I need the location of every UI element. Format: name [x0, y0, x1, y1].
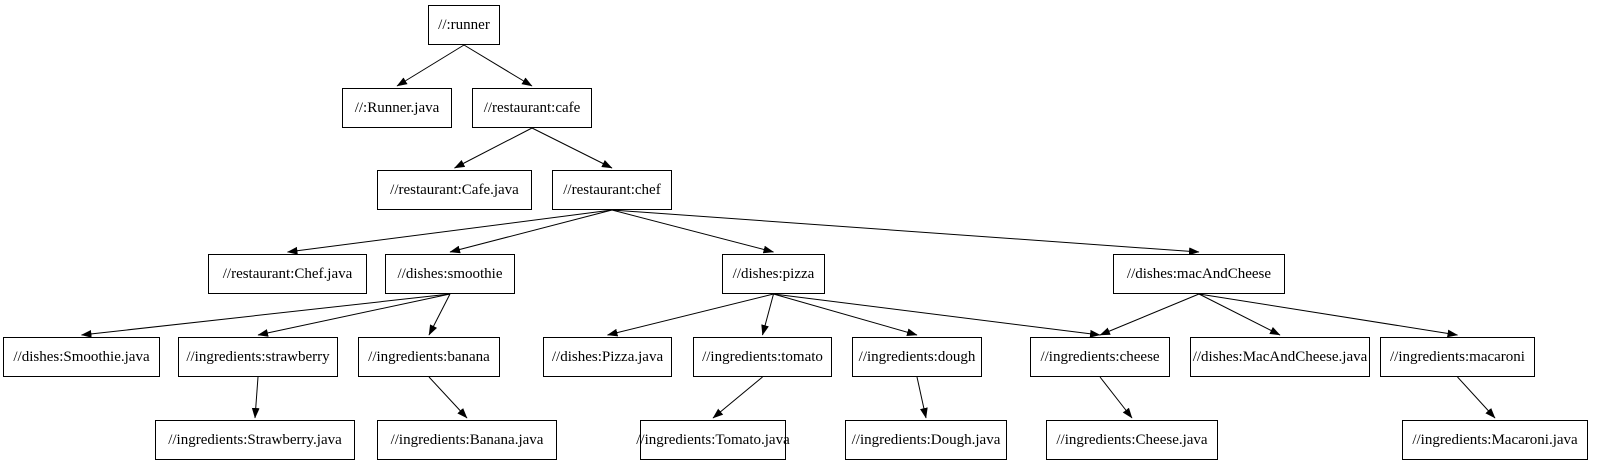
graph-node-label: //dishes:Pizza.java [551, 348, 664, 365]
graph-node-runner: //:runner [428, 5, 500, 45]
graph-node-strawberry: //ingredients:strawberry [178, 337, 338, 377]
graph-node-label: //dishes:smoothie [397, 265, 503, 282]
edge-pizza-to-tomato [761, 293, 774, 336]
graph-node-tomato-java: //ingredients:Tomato.java [636, 420, 790, 460]
graph-node-label: //ingredients:Macaroni.java [1412, 431, 1578, 448]
graph-node-label: //ingredients:strawberry [186, 348, 330, 365]
edge-pizza-to-dough [773, 293, 918, 337]
graph-node-macaroni-java: //ingredients:Macaroni.java [1402, 420, 1588, 460]
edge-macaroni-to-macaroni-java [1457, 376, 1496, 419]
edge-smoothie-to-smoothie-java [81, 293, 451, 338]
graph-node-label: //dishes:Smoothie.java [13, 348, 150, 365]
graph-node-cheese: //ingredients:cheese [1030, 337, 1170, 377]
graph-node-label: //ingredients:Dough.java [851, 431, 1001, 448]
graph-node-label: //restaurant:cafe [483, 99, 581, 116]
edge-chef-to-smoothie [449, 209, 613, 254]
graph-node-label: //ingredients:banana [368, 348, 490, 365]
edge-pizza-to-cheese [773, 293, 1101, 338]
edge-pizza-to-pizza-java [607, 293, 774, 337]
graph-node-smoothie-java: //dishes:Smoothie.java [3, 337, 160, 377]
graph-node-label: //:runner [438, 16, 490, 33]
graph-node-label: //ingredients:Cheese.java [1056, 431, 1208, 448]
graph-node-cafe-java: //restaurant:Cafe.java [377, 170, 532, 210]
graph-node-dough: //ingredients:dough [852, 337, 982, 377]
graph-node-label: //ingredients:tomato [702, 348, 823, 365]
edge-chef-to-chef-java [287, 209, 613, 255]
edge-chef-to-pizza [611, 209, 774, 254]
graph-node-label: //ingredients:dough [858, 348, 976, 365]
graph-node-label: //:Runner.java [354, 99, 440, 116]
edge-mac-and-cheese-to-macaroni [1198, 293, 1458, 338]
edge-cheese-to-cheese-java [1099, 376, 1133, 419]
graph-node-label: //dishes:MacAndCheese.java [1192, 348, 1368, 365]
edge-smoothie-to-banana [428, 293, 451, 336]
graph-node-chef: //restaurant:chef [552, 170, 672, 210]
graph-node-label: //ingredients:Banana.java [390, 431, 544, 448]
edge-runner-to-cafe [463, 44, 533, 87]
graph-node-pizza-java: //dishes:Pizza.java [543, 337, 672, 377]
graph-node-label: //restaurant:chef [563, 181, 661, 198]
edge-cafe-to-cafe-java [454, 127, 533, 169]
edge-smoothie-to-strawberry [257, 293, 451, 337]
graph-node-label: //ingredients:cheese [1040, 348, 1160, 365]
graph-node-banana-java: //ingredients:Banana.java [377, 420, 557, 460]
edge-chef-to-mac-and-cheese [611, 209, 1200, 256]
graph-node-label: //restaurant:Chef.java [222, 265, 353, 282]
graph-node-cheese-java: //ingredients:Cheese.java [1046, 420, 1218, 460]
graph-node-cafe: //restaurant:cafe [472, 88, 592, 128]
graph-node-label: //ingredients:Strawberry.java [168, 431, 342, 448]
graph-node-smoothie: //dishes:smoothie [385, 254, 515, 294]
graph-node-label: //dishes:macAndCheese [1126, 265, 1272, 282]
edge-runner-to-runner-java [396, 44, 465, 87]
graph-node-runner-java: //:Runner.java [342, 88, 452, 128]
graph-node-pizza: //dishes:pizza [722, 254, 825, 294]
graph-node-dough-java: //ingredients:Dough.java [845, 420, 1007, 460]
graph-node-tomato: //ingredients:tomato [693, 337, 832, 377]
graph-node-macaroni: //ingredients:macaroni [1380, 337, 1535, 377]
edge-dough-to-dough-java [916, 376, 928, 419]
graph-node-banana: //ingredients:banana [358, 337, 500, 377]
graph-node-chef-java: //restaurant:Chef.java [208, 254, 367, 294]
graph-node-mac-and-cheese-java: //dishes:MacAndCheese.java [1190, 337, 1370, 377]
graph-node-mac-and-cheese: //dishes:macAndCheese [1113, 254, 1285, 294]
graph-node-label: //ingredients:Tomato.java [636, 431, 790, 448]
edge-mac-and-cheese-to-cheese [1099, 293, 1200, 336]
graph-node-label: //ingredients:macaroni [1390, 348, 1525, 365]
edge-banana-to-banana-java [428, 376, 468, 419]
edge-cafe-to-chef [531, 127, 613, 169]
edge-strawberry-to-strawberry-java [251, 376, 260, 419]
graph-node-label: //restaurant:Cafe.java [390, 181, 519, 198]
edge-mac-and-cheese-to-mac-and-cheese-java [1198, 293, 1281, 336]
edge-tomato-to-tomato-java [712, 376, 763, 419]
graph-node-label: //dishes:pizza [732, 265, 815, 282]
graph-node-strawberry-java: //ingredients:Strawberry.java [155, 420, 355, 460]
